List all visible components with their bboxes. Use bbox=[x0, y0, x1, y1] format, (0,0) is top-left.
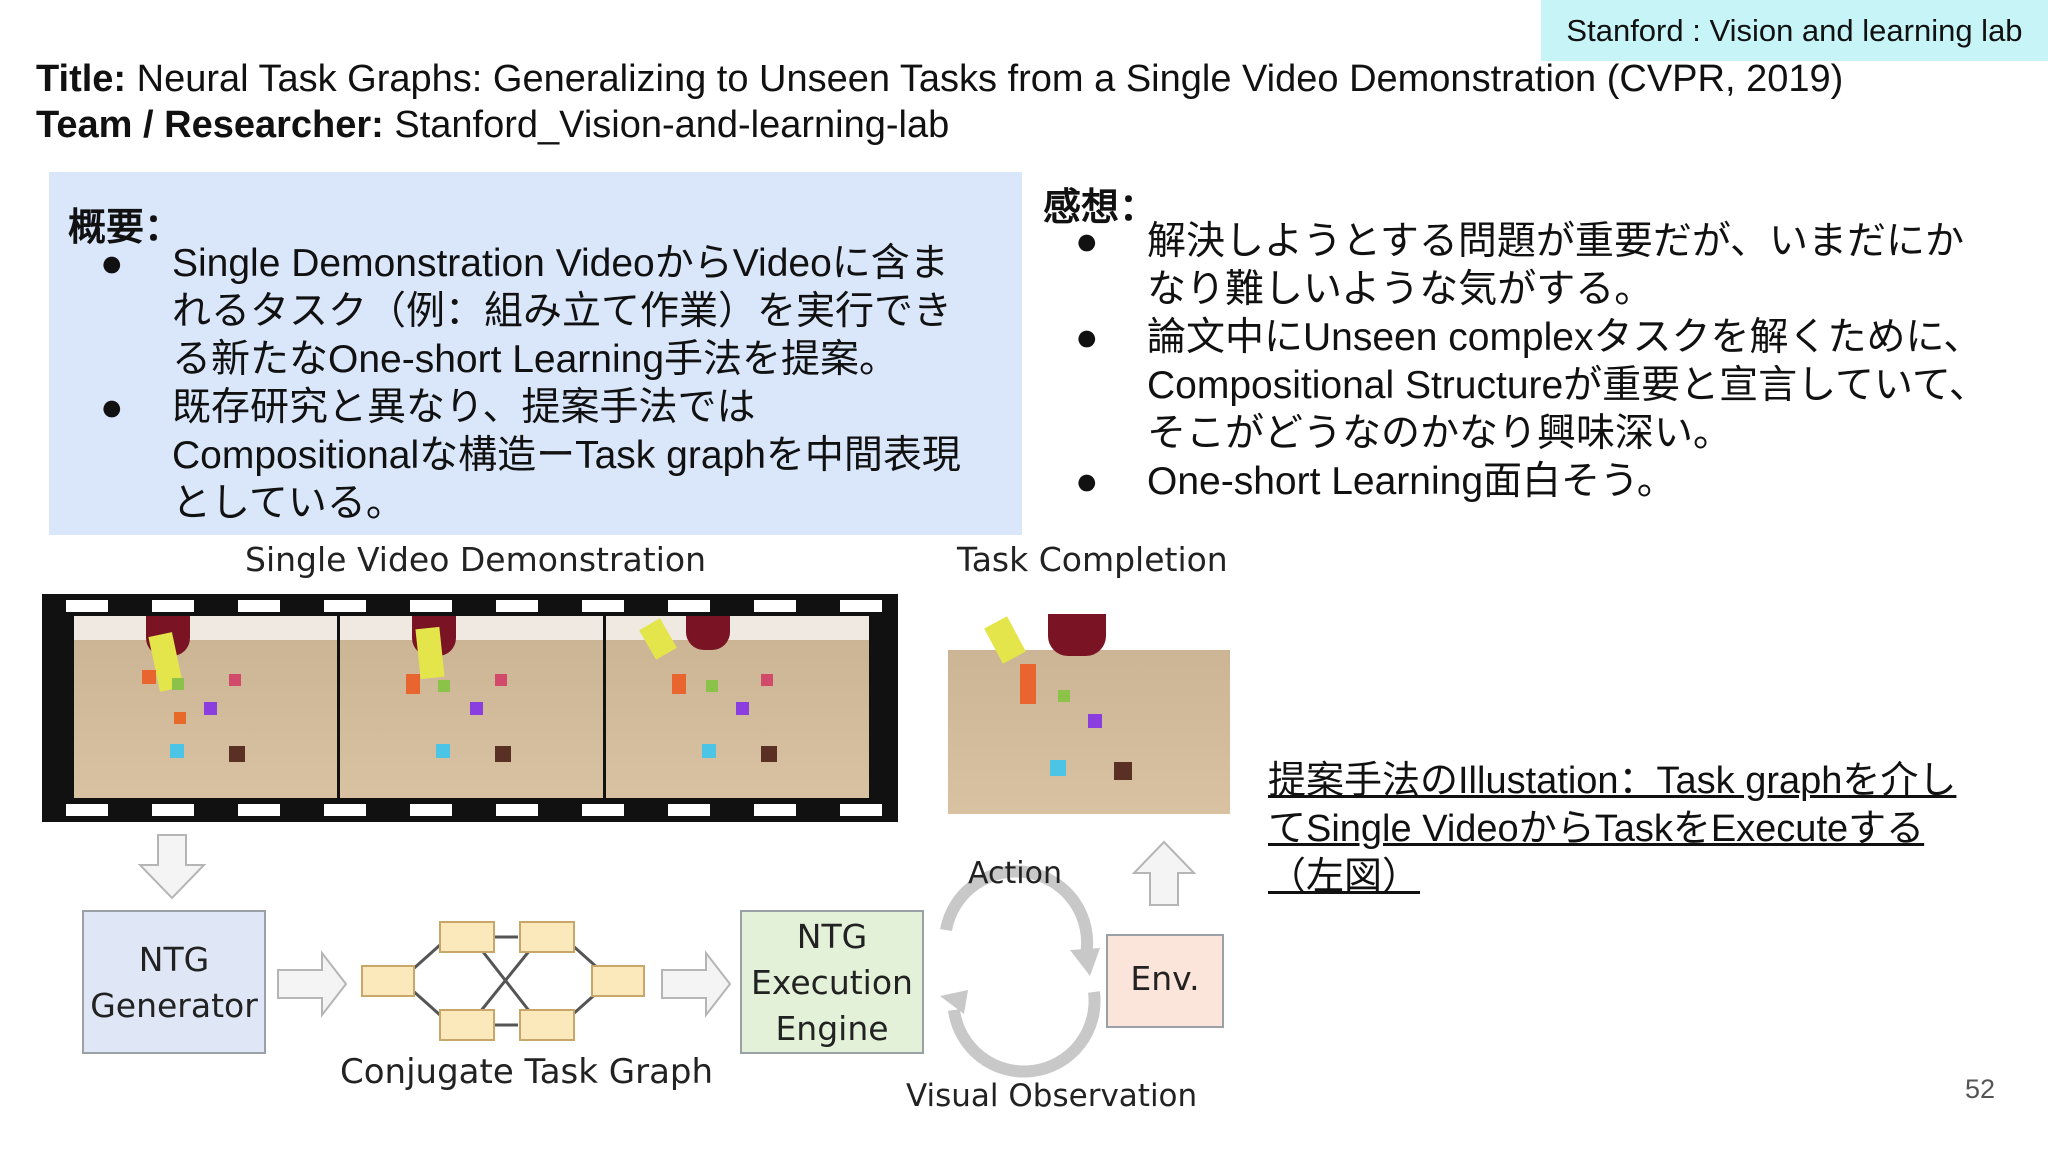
down-arrow-icon bbox=[137, 834, 207, 900]
block-green bbox=[1058, 690, 1070, 702]
title-line: Title: Neural Task Graphs: Generalizing … bbox=[36, 58, 1843, 101]
block-stack bbox=[1020, 664, 1036, 704]
task-graph-label: Conjugate Task Graph bbox=[340, 1052, 714, 1092]
impressions-bullet-line: One-short Learning面白そう。 bbox=[1147, 460, 1676, 503]
up-arrow-icon bbox=[1131, 840, 1197, 906]
robot-arm bbox=[1048, 614, 1106, 656]
task-graph-nodes bbox=[361, 921, 645, 1041]
ntg-engine-line: Execution bbox=[751, 963, 913, 1002]
summary-bullet-line: れるタスク（例：組み立て作業）を実行でき bbox=[172, 290, 953, 333]
summary-bullet: ● Single Demonstration VideoからVideoに含ま れ… bbox=[100, 240, 1000, 384]
impressions-bullet-line: そこがどうなのかなり興味深い。 bbox=[1147, 412, 1733, 455]
title-value: Neural Task Graphs: Generalizing to Unse… bbox=[126, 58, 1844, 100]
block-purple bbox=[736, 702, 749, 715]
ntg-generator-line: Generator bbox=[90, 986, 258, 1025]
block-purple bbox=[470, 702, 483, 715]
caption-line: （左図） bbox=[1268, 856, 1421, 898]
block-cyan bbox=[702, 744, 716, 758]
summary-bullet-line: 既存研究と異なり、提案手法では bbox=[172, 386, 756, 429]
robot-arm bbox=[686, 616, 730, 650]
impressions-bullet-line: Compositional Structureが重要と宣言していて、 bbox=[1147, 364, 1988, 407]
block-brown bbox=[495, 746, 511, 762]
block-cyan bbox=[170, 744, 184, 758]
block-pink bbox=[495, 674, 507, 686]
film-perforation-bottom bbox=[42, 804, 898, 816]
block-green bbox=[438, 680, 450, 692]
impressions-bullet-line: 論文中にUnseen complexタスクを解くために、 bbox=[1147, 316, 1983, 359]
summary-bullet-line: Single Demonstration VideoからVideoに含ま bbox=[172, 242, 949, 285]
ntg-generator-line: NTG bbox=[138, 940, 210, 979]
action-label: Action bbox=[968, 856, 1062, 891]
summary-bullet-line: る新たなOne-short Learning手法を提案。 bbox=[172, 338, 899, 381]
figure-caption: 提案手法のIllustation：Task graphを介し てSingle V… bbox=[1268, 757, 2008, 901]
impressions-list: ● 解決しようとする問題が重要だが、いまだにか なり難しいような気がする。 ● … bbox=[1075, 218, 2035, 506]
impressions-bullet: ● 論文中にUnseen complexタスクを解くために、 Compositi… bbox=[1075, 314, 2035, 458]
video-frame bbox=[74, 616, 337, 798]
film-perforation-top bbox=[42, 600, 898, 612]
cycle-arrowhead bbox=[1070, 948, 1100, 976]
block-red bbox=[142, 670, 156, 684]
ntg-engine-line: Engine bbox=[775, 1009, 889, 1048]
block-cyan bbox=[436, 744, 450, 758]
task-graph-edges bbox=[411, 935, 601, 1027]
right-arrow-icon bbox=[277, 950, 348, 1018]
cycle-arrow-bottom bbox=[948, 991, 1101, 1078]
ntg-generator-box: NTG Generator bbox=[82, 910, 266, 1054]
caption-line: てSingle VideoからTaskをExecuteする bbox=[1268, 808, 1925, 850]
block-cyan bbox=[1050, 760, 1066, 776]
completion-frame bbox=[948, 614, 1230, 814]
caption-line: 提案手法のIllustation：Task graphを介し bbox=[1268, 760, 1957, 802]
impressions-bullet-line: 解決しようとする問題が重要だが、いまだにか bbox=[1147, 220, 1965, 263]
summary-bullet: ● 既存研究と異なり、提案手法では Compositionalな構造ーTask … bbox=[100, 384, 1000, 528]
block-brown bbox=[1114, 762, 1132, 780]
team-label: Team / Researcher: bbox=[36, 104, 384, 146]
summary-bullet-line: としている。 bbox=[172, 482, 405, 525]
block-pink bbox=[229, 674, 241, 686]
ntg-engine-line: NTG bbox=[796, 917, 868, 956]
impressions-bullet: ● One-short Learning面白そう。 bbox=[1075, 458, 2035, 506]
video-frame bbox=[340, 616, 603, 798]
summary-heading: 概要： bbox=[68, 207, 183, 249]
lab-tag: Stanford : Vision and learning lab bbox=[1541, 0, 2048, 61]
demo-label: Single Video Demonstration bbox=[245, 540, 706, 579]
summary-bullet-line: Compositionalな構造ーTask graphを中間表現 bbox=[172, 434, 961, 477]
block-purple bbox=[204, 702, 217, 715]
cycle-arrow-top bbox=[940, 865, 1094, 957]
impressions-bullet-line: なり難しいような気がする。 bbox=[1147, 268, 1654, 311]
team-line: Team / Researcher: Stanford_Vision-and-l… bbox=[36, 104, 949, 147]
summary-box bbox=[49, 172, 1022, 535]
env-box: Env. bbox=[1106, 934, 1224, 1028]
env-label: Env. bbox=[1130, 959, 1200, 998]
block-green bbox=[706, 680, 718, 692]
video-frame bbox=[606, 616, 869, 798]
block-brown bbox=[229, 746, 245, 762]
block-purple bbox=[1088, 714, 1102, 728]
cycle-arrowhead bbox=[940, 990, 968, 1014]
team-value: Stanford_Vision-and-learning-lab bbox=[383, 104, 950, 146]
film-strip bbox=[42, 594, 898, 822]
observation-label: Visual Observation bbox=[906, 1078, 1198, 1114]
block-pink bbox=[761, 674, 773, 686]
page-number: 52 bbox=[1965, 1074, 1996, 1104]
ntg-engine-box: NTG Execution Engine bbox=[740, 910, 924, 1054]
impressions-bullet: ● 解決しようとする問題が重要だが、いまだにか なり難しいような気がする。 bbox=[1075, 218, 2035, 314]
block-brown bbox=[761, 746, 777, 762]
right-arrow-icon bbox=[661, 950, 732, 1018]
summary-list: ● Single Demonstration VideoからVideoに含ま れ… bbox=[100, 240, 1000, 528]
block-red bbox=[406, 674, 420, 694]
block-red bbox=[672, 674, 686, 694]
title-label: Title: bbox=[36, 58, 127, 100]
completion-label: Task Completion bbox=[957, 540, 1228, 579]
impressions-heading: 感想： bbox=[1043, 187, 1158, 229]
block-orange bbox=[174, 712, 186, 724]
block-green bbox=[172, 678, 184, 690]
